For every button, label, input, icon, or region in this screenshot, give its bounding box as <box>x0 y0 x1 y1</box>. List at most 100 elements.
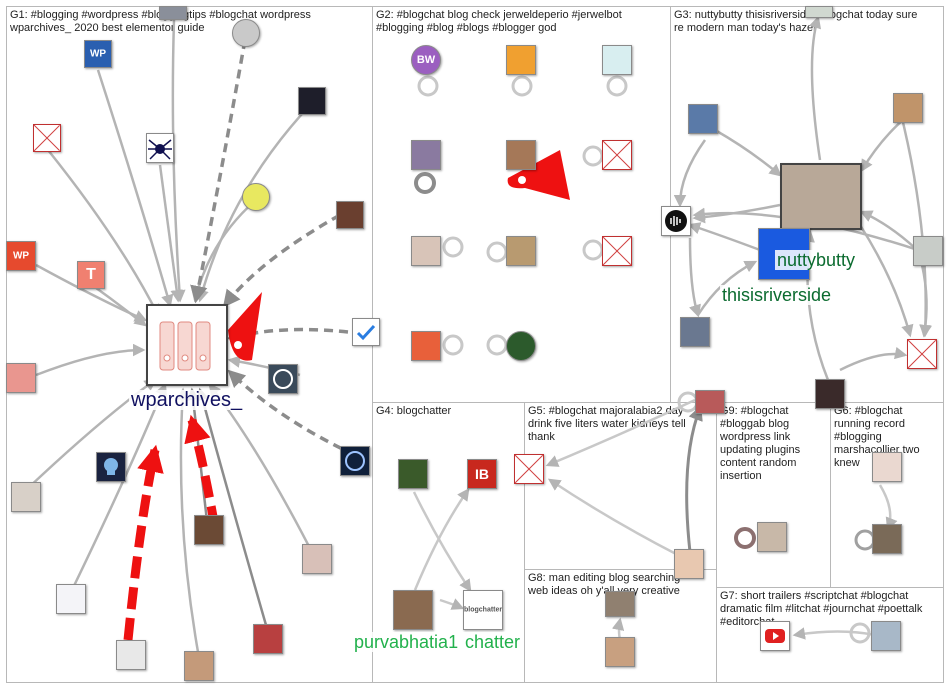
avatar-node[interactable] <box>506 45 536 75</box>
avatar-node[interactable] <box>605 591 635 617</box>
edge <box>70 382 167 591</box>
edge <box>696 260 758 316</box>
edge <box>898 109 932 338</box>
avatar-node[interactable] <box>398 459 428 489</box>
selfloop <box>486 334 508 356</box>
edge <box>688 237 701 318</box>
edge <box>809 15 822 161</box>
avatar-node[interactable] <box>6 363 36 393</box>
avatar-node[interactable] <box>805 6 833 18</box>
avatar-node[interactable] <box>232 19 260 47</box>
avatar-node[interactable] <box>780 163 862 230</box>
avatar-node[interactable] <box>184 651 214 681</box>
avatar-node[interactable] <box>893 93 923 123</box>
broken-image-node[interactable] <box>907 339 937 369</box>
group-label: G3: nuttybutty thisisriverside #blogchat… <box>674 9 918 34</box>
selfloop <box>582 145 604 167</box>
avatar-node[interactable] <box>411 140 441 170</box>
wp-logo-text: WP <box>89 48 107 60</box>
edge <box>860 117 906 173</box>
group-label: G4: blogchatter <box>376 405 452 417</box>
node-label-blogchatter: chatter <box>463 632 523 652</box>
edge <box>687 222 761 252</box>
binder-icon <box>159 321 211 371</box>
group-label: G7: short trailers #scriptchat #blogchat… <box>720 590 923 628</box>
avatar-node[interactable] <box>871 621 901 651</box>
avatar-node[interactable] <box>695 390 725 414</box>
avatar-node[interactable] <box>159 6 187 20</box>
avatar-node[interactable] <box>872 452 902 482</box>
avatar-node[interactable] <box>11 482 41 512</box>
edge <box>176 387 200 653</box>
avatar-node[interactable] <box>253 624 283 654</box>
avatar-node[interactable] <box>393 590 433 630</box>
edge <box>792 627 876 640</box>
broken-image-node[interactable] <box>33 124 61 152</box>
avatar-node[interactable] <box>298 87 326 115</box>
group-g7: G7: short trailers #scriptchat #blogchat… <box>716 587 944 683</box>
avatar-node[interactable] <box>242 183 270 211</box>
youtube-icon-node[interactable] <box>760 621 790 651</box>
avatar-node[interactable] <box>506 236 536 266</box>
avatar-node[interactable] <box>913 236 943 266</box>
broken-image-node[interactable] <box>602 140 632 170</box>
selfloop-dark <box>734 527 756 549</box>
avatar-node[interactable] <box>146 304 228 386</box>
avatar-node[interactable] <box>302 544 332 574</box>
avatar-node[interactable] <box>194 515 224 545</box>
blogchatter-logo-node[interactable]: blogchatter <box>463 590 503 630</box>
waveform-icon-node[interactable] <box>661 206 691 236</box>
edge-dashed <box>227 369 356 457</box>
avatar-node[interactable] <box>411 331 441 361</box>
avatar-node[interactable] <box>815 379 845 409</box>
wp-logo-node[interactable]: WP <box>6 241 36 271</box>
avatar-node[interactable] <box>605 637 635 667</box>
ib-logo-node[interactable]: IB <box>467 459 497 489</box>
wordpress-icon-node[interactable] <box>340 446 370 476</box>
avatar-node[interactable] <box>336 201 364 229</box>
avatar-node[interactable] <box>506 331 536 361</box>
selfloop <box>511 75 533 97</box>
bw-logo-node[interactable]: BW <box>411 45 441 75</box>
broken-image-node[interactable] <box>514 454 544 484</box>
selfloop <box>442 236 464 258</box>
group-label: G5: #blogchat majoralabia2 day drink fiv… <box>528 405 686 443</box>
spider-icon <box>148 139 172 160</box>
edge <box>91 283 147 327</box>
edge <box>859 210 916 249</box>
edge <box>547 478 679 557</box>
avatar-node[interactable] <box>602 45 632 75</box>
wp-logo-node[interactable]: WP <box>84 40 112 68</box>
skull-icon-node[interactable] <box>96 452 126 482</box>
group-label: G8: man editing blog searching web ideas… <box>528 572 681 597</box>
selfloop <box>606 75 628 97</box>
node-label-wparchives: wparchives_ <box>129 389 245 411</box>
group-label: G2: #blogchat blog check jerweldeperio #… <box>376 9 622 34</box>
selfloop <box>582 239 604 261</box>
avatar-node[interactable] <box>757 522 787 552</box>
avatar-node[interactable] <box>506 140 536 170</box>
wordpress-icon-node[interactable] <box>268 364 298 394</box>
avatar-node[interactable] <box>688 104 718 134</box>
spider-icon-node[interactable] <box>146 133 174 163</box>
wordpress-icon <box>345 451 365 471</box>
edge <box>545 398 696 467</box>
avatar-node[interactable] <box>116 640 146 670</box>
edge <box>412 491 472 593</box>
avatar-node[interactable] <box>56 584 86 614</box>
group-label: G1: #blogging #wordpress #bloggingtips #… <box>10 9 311 34</box>
avatar-node[interactable] <box>680 317 710 347</box>
selfloop <box>486 241 508 263</box>
avatar-node[interactable] <box>872 524 902 554</box>
avatar-node[interactable] <box>674 549 704 579</box>
edge <box>858 224 914 338</box>
check-icon-node[interactable] <box>352 318 380 346</box>
avatar-node[interactable] <box>411 236 441 266</box>
broken-image-node[interactable] <box>602 236 632 266</box>
edge-dark <box>685 405 703 553</box>
edge-red-selfloop <box>507 150 570 200</box>
t-logo-node[interactable]: T <box>77 261 105 289</box>
edge <box>96 69 174 308</box>
